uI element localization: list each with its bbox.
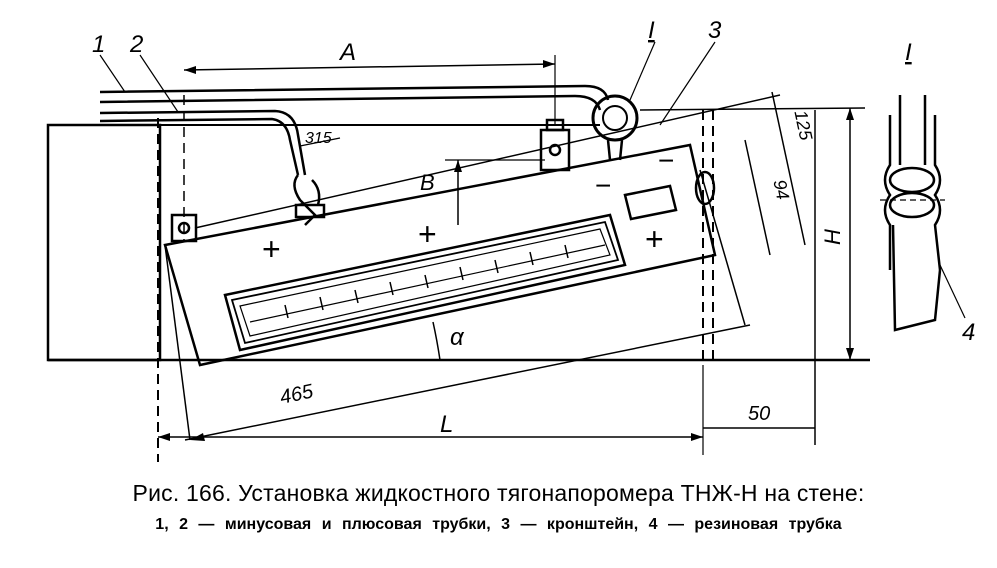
left-mount-screw (177, 221, 191, 235)
plus-sign-1: + (262, 231, 281, 267)
plus-tube-2 (99, 117, 300, 176)
scale-ticks (284, 244, 569, 319)
leader-3 (659, 41, 716, 126)
alpha-label: α (450, 324, 465, 351)
dim-50-label: 50 (748, 403, 770, 425)
dim-l-arrow-right (691, 433, 703, 441)
leader-315 (299, 137, 341, 147)
scale-panel-outer (223, 213, 627, 352)
rubber-4-label: 4 (962, 319, 975, 346)
gauge-top-ref (194, 94, 781, 229)
section-title-label: I (905, 39, 912, 66)
plus-tube (99, 109, 307, 176)
tube-1-label: 1 (92, 31, 105, 58)
dim-b-arrow (454, 160, 462, 172)
caption-legend: 1, 2 — минусовая и плюсовая трубки, 3 — … (155, 516, 842, 533)
caption-title: Рис. 166. Установка жидкостного тягонапо… (132, 480, 865, 506)
gauge-right-slant (699, 169, 746, 326)
leader-2 (139, 54, 179, 113)
bracket-stem (606, 139, 624, 161)
minus-sign-1: − (595, 170, 611, 201)
dim-a-arrow-right (543, 60, 555, 68)
dim-a-line (183, 63, 556, 71)
dim-315-label: 315 (305, 130, 332, 147)
bracket-ring (591, 94, 639, 142)
wall-panel (46, 123, 162, 362)
figure-caption: Рис. 166. Установка жидкостного тягонапо… (0, 478, 997, 538)
dim-a-arrow-left (184, 66, 196, 74)
minus-tube-2 (99, 94, 602, 111)
top-mount-screw (548, 143, 562, 157)
dim-125-label: 125 (790, 108, 816, 143)
gauge-body (163, 143, 717, 367)
dim-a-label: A (338, 39, 356, 66)
bracket-ring-inner (602, 105, 628, 131)
dim-94-line (744, 139, 771, 256)
gauge-left-slant (164, 244, 191, 441)
gauge-knob (694, 170, 716, 206)
dim-465-label: 465 (278, 380, 316, 409)
dim-125-line (771, 91, 806, 246)
technical-drawing: 1 2 A I 3 I 315 B 125 94 H 465 α L 50 4 … (46, 17, 975, 462)
tube-2-label: 2 (129, 31, 143, 58)
scale-panel-inner (239, 228, 611, 337)
dim-h-label: H (820, 229, 845, 245)
top-mount (539, 128, 571, 172)
section-detail (880, 95, 966, 332)
leader-i (629, 41, 656, 101)
scale-panel-mid (230, 220, 620, 345)
dim-b-label: B (420, 170, 435, 195)
plus-sign-3: + (645, 221, 664, 257)
dim-l-arrow-left (158, 433, 170, 441)
section-ref-label: I (648, 17, 655, 44)
gauge-window (623, 184, 678, 221)
dim-h-arrow-bottom (846, 348, 854, 360)
leader-1 (99, 54, 126, 93)
plus-sign-2: + (418, 216, 437, 252)
dim-94-label: 94 (769, 178, 793, 202)
alpha-arc (432, 321, 441, 361)
minus-sign-2: − (658, 145, 674, 176)
gauge-bottom-ref (184, 324, 751, 441)
dim-h-arrow-top (846, 108, 854, 120)
top-ref-line (639, 107, 866, 111)
top-mount-bolt (545, 118, 565, 132)
bracket-3-label: 3 (708, 17, 722, 44)
plus-connector (293, 174, 321, 226)
dim-l-label: L (440, 411, 453, 438)
